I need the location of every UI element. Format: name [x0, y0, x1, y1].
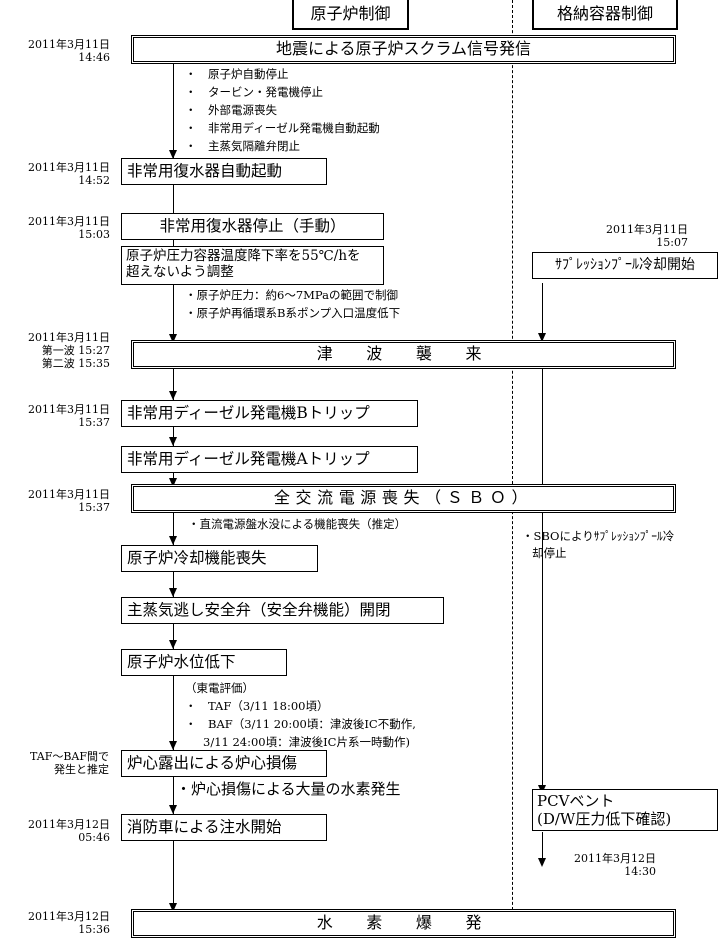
arrow-to-dg-b — [169, 391, 177, 400]
event-scram: 地震による原子炉スクラム信号発信 — [131, 35, 676, 64]
header-reactor-control: 原子炉制御 — [292, 0, 409, 30]
arrow-to-level-drop — [169, 640, 177, 649]
sp-stop-line-1: ・SBOによりｻﾌﾟﾚｯｼｮﾝﾌﾟｰﾙ冷 — [522, 529, 675, 543]
event-pcv-vent: PCVベント (D/W圧力低下確認) — [532, 789, 718, 831]
column-divider — [512, 0, 513, 935]
timestamp-date: 2011年3月11日 — [606, 223, 688, 236]
timestamp-dg-b-trip: 2011年3月11日 15:37 — [28, 403, 110, 429]
arrow-to-ic-start — [169, 150, 177, 159]
pcv-vent-line-1: PCVベント — [537, 792, 615, 810]
baf-note-line-2: 3/11 24:00頃：津波後IC片系一時動作) — [203, 735, 410, 749]
taf-baf-line-1: TAF～BAF間で — [30, 750, 109, 763]
pressure-control-notes: ・原子炉圧力：約6～7MPaの範囲で制御 ・原子炉再循環系B系ポンプ入口温度低下 — [185, 286, 400, 322]
event-cooldown-rate: 原子炉圧力容器温度降下率を55℃/hを 超えないよう調整 — [121, 246, 384, 285]
event-hydrogen-explosion: 水 素 爆 発 — [131, 909, 676, 938]
taf-baf-estimate-note: TAF～BAF間で 発生と推定 — [30, 750, 109, 776]
timestamp-explosion: 2011年3月12日 15:36 — [28, 910, 110, 936]
timestamp-tsunami: 2011年3月11日 第一波 15:27 第二波 15:35 — [28, 331, 110, 370]
flow-line-right-3 — [542, 832, 543, 859]
timestamp-scram: 2011年3月11日 14:46 — [28, 38, 110, 64]
event-cooling-loss: 原子炉冷却機能喪失 — [121, 545, 318, 572]
event-core-damage: 炉心露出による炉心損傷 — [121, 750, 327, 777]
timestamp-date: 2011年3月11日 — [28, 161, 110, 174]
event-fire-engine-injection: 消防車による注水開始 — [121, 814, 327, 841]
event-dg-a-trip: 非常用ディーゼル発電機Aトリップ — [121, 446, 418, 473]
timestamp-time: 15:37 — [78, 416, 110, 429]
baf-note-line-1: ・ BAF（3/11 20:00頃：津波後IC不動作, — [185, 717, 416, 731]
list-item: ・ タービン・発電機停止 — [185, 85, 323, 99]
timestamp-time: 14:46 — [78, 51, 110, 64]
arrow-to-core-damage — [169, 741, 177, 750]
list-item: ・ 主蒸気隔離弁閉止 — [185, 139, 300, 153]
timestamp-date: 2011年3月12日 — [28, 910, 110, 923]
hydrogen-note: ・炉心損傷による大量の水素発生 — [176, 780, 401, 798]
header-containment-control: 格納容器制御 — [532, 0, 678, 30]
event-ic-manual-stop: 非常用復水器停止（手動） — [121, 213, 384, 240]
list-item: ・ 外部電源喪失 — [185, 103, 277, 117]
event-ic-auto-start: 非常用復水器自動起動 — [121, 158, 327, 185]
timestamp-pcv-vent: 2011年3月12日 14:30 — [574, 852, 656, 878]
timestamp-date: 2011年3月11日 — [28, 38, 110, 51]
cooldown-rate-line-2: 超えないよう調整 — [126, 263, 234, 280]
arrow-to-cooling-loss — [169, 536, 177, 545]
timestamp-date: 2011年3月12日 — [28, 818, 110, 831]
flow-line-right-1 — [542, 283, 543, 333]
timestamp-date: 2011年3月11日 — [28, 331, 110, 344]
timestamp-date: 2011年3月11日 — [28, 488, 110, 501]
timestamp-sp-cooling: 2011年3月11日 15:07 — [606, 223, 688, 249]
timestamp-time: 15:37 — [78, 501, 110, 514]
event-sp-cooling-start: ｻﾌﾟﾚｯｼｮﾝﾌﾟｰﾙ冷却開始 — [532, 252, 718, 279]
arrow-to-tsunami — [169, 334, 177, 343]
arrow-to-dg-a — [169, 437, 177, 446]
timestamp-date: 2011年3月11日 — [28, 215, 110, 228]
list-item: ・原子炉再循環系B系ポンプ入口温度低下 — [185, 306, 401, 320]
dc-loss-note: ・直流電源盤水没による機能喪失（推定） — [188, 517, 407, 531]
arrow-pcv-down — [538, 858, 546, 867]
timestamp-fire-injection: 2011年3月12日 05:46 — [28, 818, 110, 844]
list-item: ・原子炉圧力：約6～7MPaの範囲で制御 — [185, 288, 398, 302]
arrow-to-fire-injection — [169, 805, 177, 814]
event-srv-open-close: 主蒸気逃し安全弁（安全弁機能）開閉 — [121, 597, 444, 624]
timestamp-ic-stop: 2011年3月11日 15:03 — [28, 215, 110, 241]
sp-stop-line-2: 却停止 — [532, 546, 567, 560]
timestamp-wave-1: 第一波 15:27 — [41, 344, 110, 357]
arrow-to-sbo — [169, 478, 177, 487]
timestamp-time: 14:52 — [78, 174, 110, 187]
event-dg-b-trip: 非常用ディーゼル発電機Bトリップ — [121, 400, 418, 427]
timestamp-wave-2: 第二波 15:35 — [41, 357, 110, 370]
timestamp-time: 15:36 — [78, 923, 110, 936]
taf-note: ・ TAF（3/11 18:00頃） — [185, 699, 329, 713]
timestamp-time: 15:03 — [78, 228, 110, 241]
tepco-eval-notes: （東電評価） ・ TAF（3/11 18:00頃） ・ BAF（3/11 20:… — [185, 679, 416, 751]
timestamp-date: 2011年3月12日 — [574, 852, 656, 865]
timestamp-sbo: 2011年3月11日 15:37 — [28, 488, 110, 514]
list-item: ・ 原子炉自動停止 — [185, 67, 289, 81]
event-sbo: 全交流電源喪失（ＳＢＯ） — [131, 484, 676, 513]
taf-baf-line-2: 発生と推定 — [54, 763, 109, 776]
list-item: ・ 非常用ディーゼル発電機自動起動 — [185, 121, 380, 135]
timestamp-time: 15:07 — [656, 236, 688, 249]
arrow-sp-to-tsunami — [538, 333, 546, 342]
timestamp-date: 2011年3月11日 — [28, 403, 110, 416]
cooldown-rate-line-1: 原子炉圧力容器温度降下率を55℃/hを — [126, 248, 361, 264]
timestamp-time: 05:46 — [78, 831, 110, 844]
arrow-to-srv — [169, 588, 177, 597]
arrow-to-explosion — [169, 903, 177, 912]
sp-cooling-stop-note: ・SBOによりｻﾌﾟﾚｯｼｮﾝﾌﾟｰﾙ冷 却停止 — [522, 528, 674, 562]
timestamp-ic-start: 2011年3月11日 14:52 — [28, 161, 110, 187]
tepco-eval-label: （東電評価） — [185, 681, 254, 695]
flow-line-right-2 — [542, 368, 543, 785]
scram-effects-list: ・ 原子炉自動停止 ・ タービン・発電機停止 ・ 外部電源喪失 ・ 非常用ディー… — [185, 65, 380, 155]
event-tsunami: 津 波 襲 来 — [131, 340, 676, 369]
event-water-level-drop: 原子炉水位低下 — [121, 649, 287, 676]
pcv-vent-line-2: (D/W圧力低下確認) — [537, 810, 672, 828]
timestamp-time: 14:30 — [624, 865, 656, 878]
